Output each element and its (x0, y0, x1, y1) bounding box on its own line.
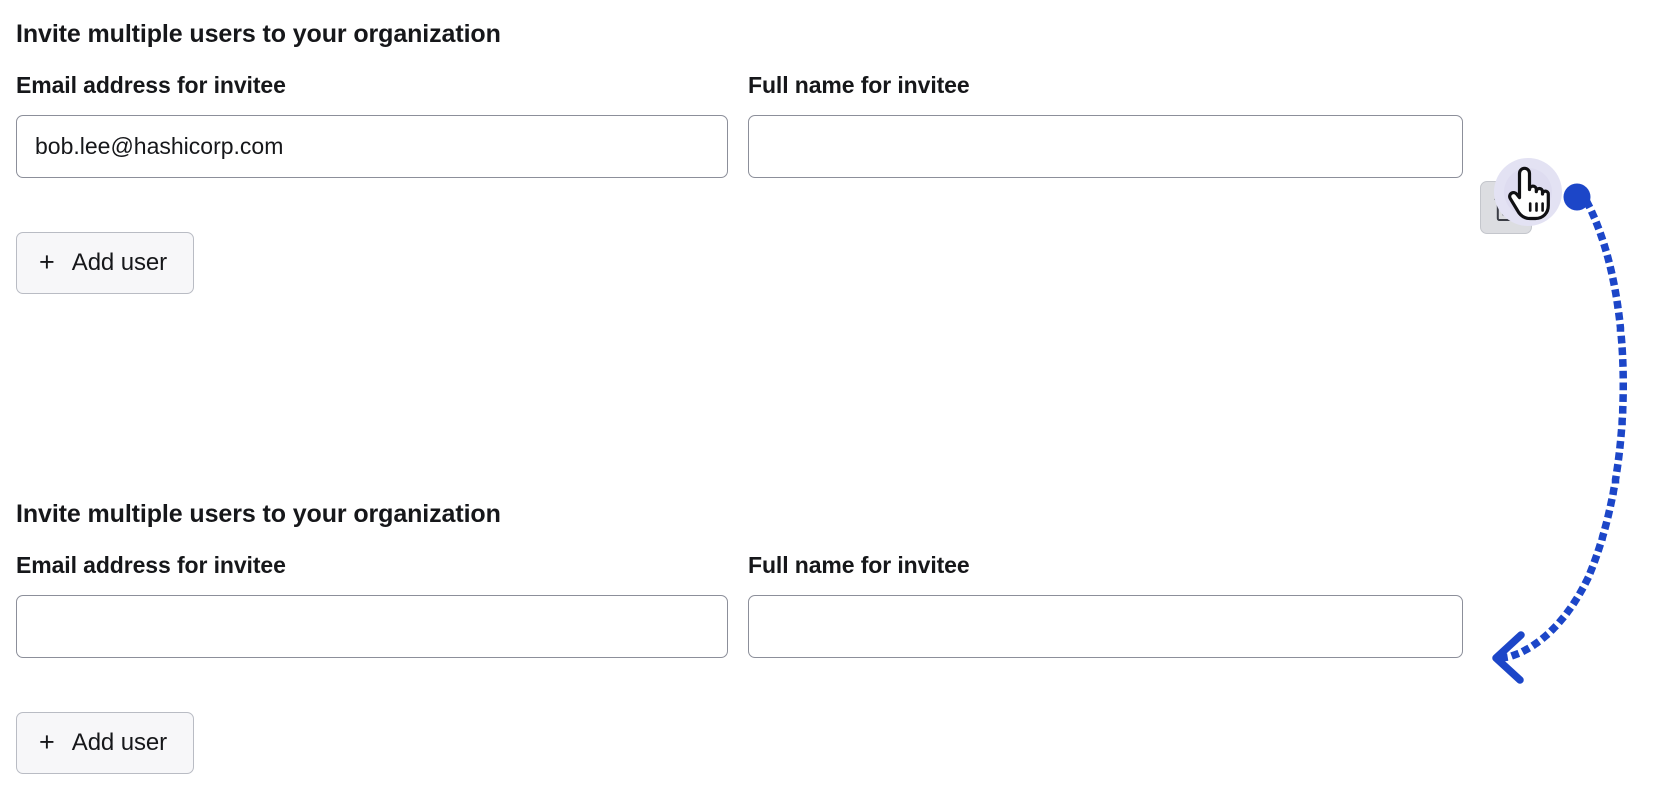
add-user-button-2[interactable]: + Add user (16, 712, 195, 774)
add-user-button-label: Add user (71, 249, 168, 276)
invitee-field-row: Email address for invitee Full name for … (0, 72, 1672, 234)
fullname-field-group: Full name for invitee (748, 72, 1463, 178)
fullname-input-2[interactable] (748, 595, 1463, 658)
page-title-2: Invite multiple users to your organizati… (16, 500, 501, 528)
email-input[interactable] (16, 115, 728, 178)
fullname-field-group-2: Full name for invitee (748, 552, 1463, 658)
plus-icon: + (39, 246, 55, 277)
page-title: Invite multiple users to your organizati… (16, 20, 501, 48)
add-user-button[interactable]: + Add user (16, 232, 195, 294)
invitee-field-row-2: Email address for invitee Full name for … (0, 552, 1672, 682)
email-input-2[interactable] (16, 595, 728, 658)
email-field-group: Email address for invitee (16, 72, 728, 178)
trash-icon (1493, 194, 1519, 222)
email-field-label: Email address for invitee (16, 72, 286, 98)
plus-icon-2: + (39, 726, 55, 757)
fullname-field-label: Full name for invitee (748, 72, 970, 98)
email-field-label-2: Email address for invitee (16, 552, 286, 578)
email-field-group-2: Email address for invitee (16, 552, 728, 658)
delete-invitee-button[interactable] (1480, 181, 1532, 234)
fullname-input[interactable] (748, 115, 1463, 178)
add-user-button-label-2: Add user (71, 729, 168, 756)
fullname-field-label-2: Full name for invitee (748, 552, 970, 578)
